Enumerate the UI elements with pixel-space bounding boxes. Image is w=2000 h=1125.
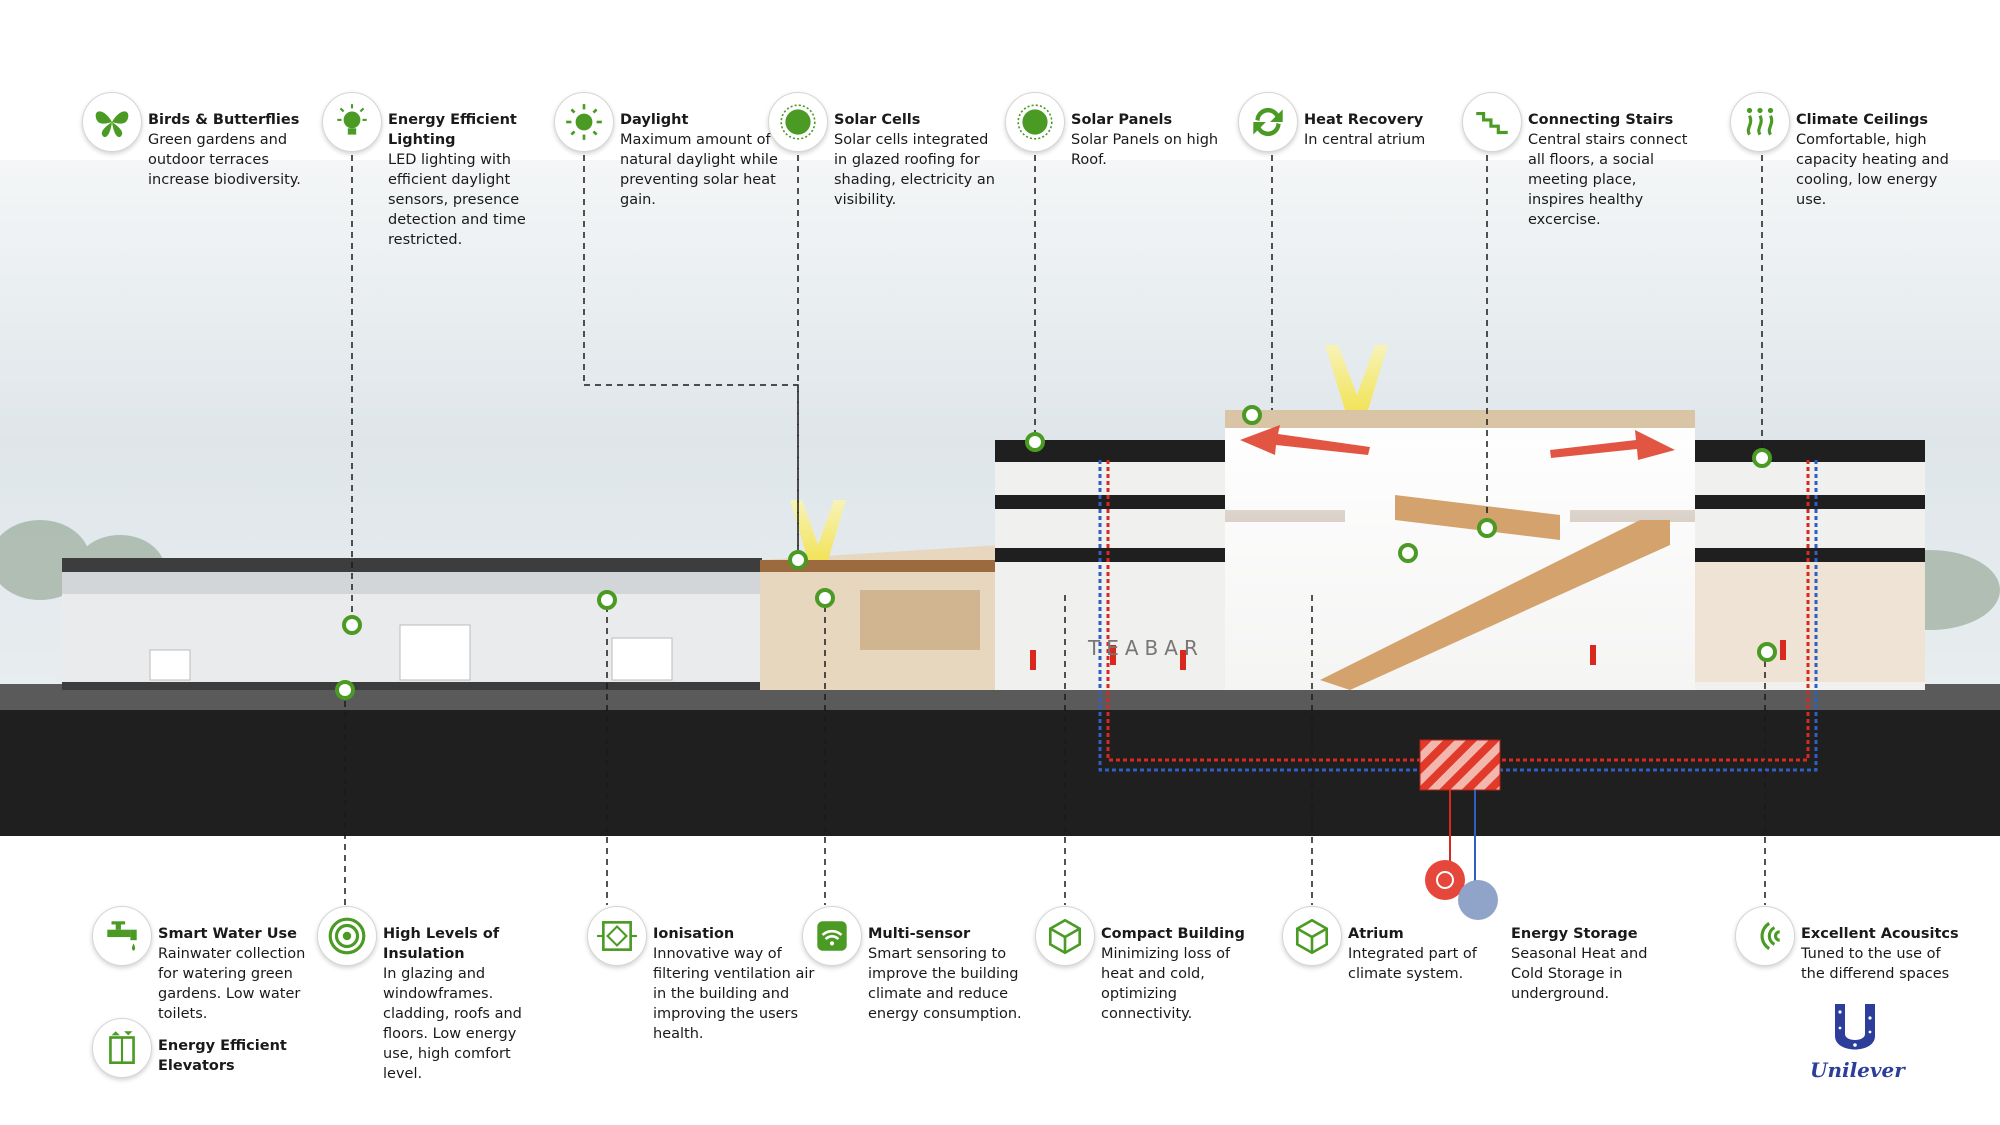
teabar-sign: TEABAR [1087,636,1204,660]
feature-title: Energy Efficient Lighting [388,112,517,148]
feature-title: Energy Storage [1511,926,1638,942]
ground [0,708,2000,836]
light-bulb-icon [322,92,382,152]
sensor-markers [335,405,1777,700]
feature-title: Daylight [620,112,689,128]
climate-waves-icon [1730,92,1790,152]
feature-title: Birds & Butterflies [148,112,300,128]
wifi-sensor-icon [802,906,862,966]
unilever-u-mark [1835,1004,1875,1050]
elevator-icon [92,1018,152,1078]
cold-store [1458,880,1498,920]
cube-icon [1035,906,1095,966]
stairs-icon [1462,92,1522,152]
low-wing [62,558,762,690]
butterfly-icon [82,92,142,152]
feature-title: Solar Cells [834,112,921,128]
feature-desc: Smart sensoring to improve the building … [868,946,1022,1022]
feature-desc: Innovative way of filtering ventilation … [653,946,815,1042]
leader-lines [344,155,1766,905]
feature-title: Multi-sensor [868,926,971,942]
heat-recovery-arrows [1240,425,1675,460]
feature-title: Solar Panels [1071,112,1173,128]
feature-desc: Minimizing loss of heat and cold, optimi… [1101,946,1231,1022]
solar-cell-icon [768,92,828,152]
feature-desc: Solar cells integrated in glazed roofing… [834,132,995,208]
feature-desc: Central stairs connect all floors, a soc… [1528,132,1688,228]
water-tap-icon [92,906,152,966]
feature-desc: LED lighting with efficient daylight sen… [388,152,526,248]
feature-desc: Rainwater collection for watering green … [158,946,306,1022]
feature-title: Climate Ceilings [1796,112,1929,128]
feature-title: Energy Efficient Elevators [158,1038,287,1074]
feature-desc: Maximum amount of natural daylight while… [620,132,778,208]
unilever-wordmark: Unilever [1810,1058,1905,1082]
feature-desc: Solar Panels on high Roof. [1071,132,1219,168]
daylight-arrow [1325,345,1388,410]
feature-title: Atrium [1348,926,1404,942]
feature-title: High Levels of Insulation [383,926,500,962]
feature-desc: In central atrium [1304,132,1426,148]
target-rings-icon [317,906,377,966]
energy-storage-unit [1419,739,1501,791]
feature-title: Excellent Acousitcs [1801,926,1959,942]
sun-icon [554,92,614,152]
recycle-arrows-icon [1238,92,1298,152]
feature-desc: Integrated part of climate system. [1348,946,1477,982]
feature-desc: Seasonal Heat and Cold Storage in underg… [1511,946,1648,1002]
feature-title: Smart Water Use [158,926,297,942]
feature-title: Compact Building [1101,926,1245,942]
feature-desc: In glazing and windowframes. cladding, r… [383,966,522,1082]
cube-icon [1282,906,1342,966]
solar-gain-arrow [790,500,846,560]
feature-title: Ionisation [653,926,735,942]
climate-pipes [1098,460,1818,772]
people [1030,640,1786,670]
glazed-cafe [760,545,1000,690]
acoustic-waves-icon [1735,906,1795,966]
feature-title: Connecting Stairs [1528,112,1674,128]
feature-desc: Green gardens and outdoor terraces incre… [148,132,301,188]
feature-title: Heat Recovery [1304,112,1424,128]
heat-store [1425,860,1465,900]
unilever-logo: Unilever [1810,998,1905,1098]
feature-desc: Tuned to the use of the differend spaces [1801,946,1950,982]
feature-desc: Comfortable, high capacity heating and c… [1796,132,1949,208]
solar-panel-icon [1005,92,1065,152]
ionisation-icon [587,906,647,966]
